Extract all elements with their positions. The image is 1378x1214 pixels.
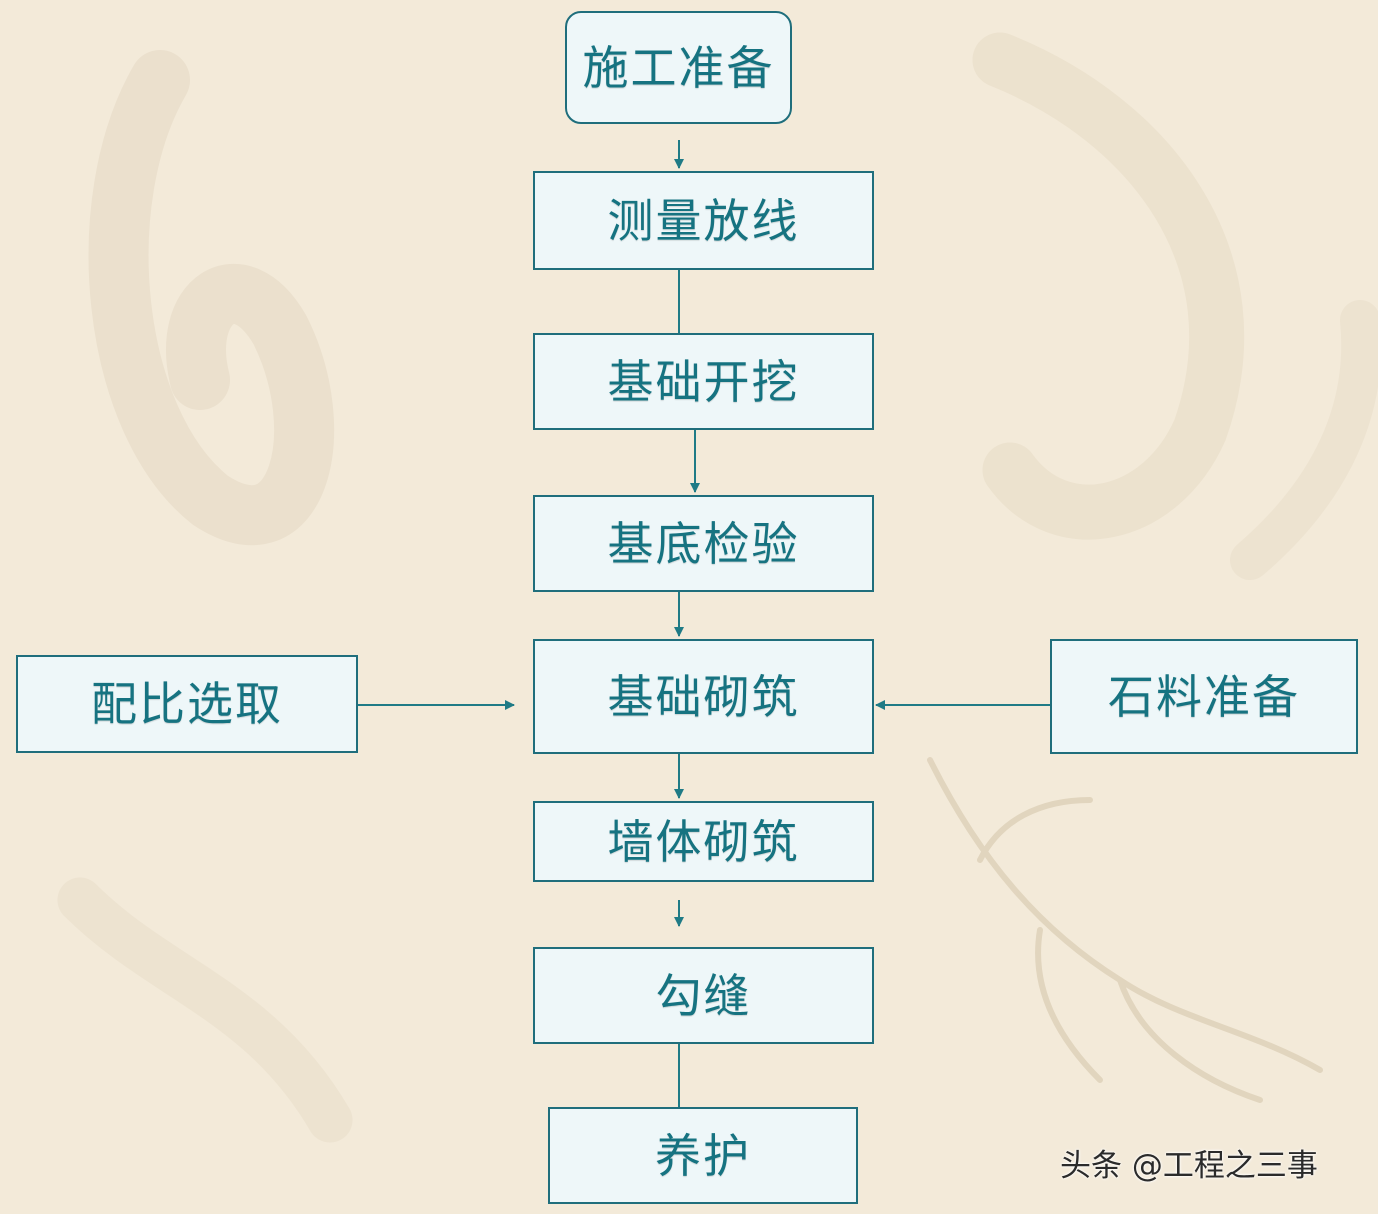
node-stone-prep: 石料准备 [1050,639,1358,754]
watermark: 头条 @工程之三事 [1060,1148,1318,1184]
node-wall-masonry: 墙体砌筑 [533,801,874,882]
node-inspection: 基底检验 [533,495,874,592]
node-pointing: 勾缝 [533,947,874,1044]
node-mix-selection: 配比选取 [16,655,358,753]
node-survey: 测量放线 [533,171,874,270]
node-excavation: 基础开挖 [533,333,874,430]
node-curing: 养护 [548,1107,858,1204]
node-foundation-masonry: 基础砌筑 [533,639,874,754]
node-start: 施工准备 [565,11,792,124]
